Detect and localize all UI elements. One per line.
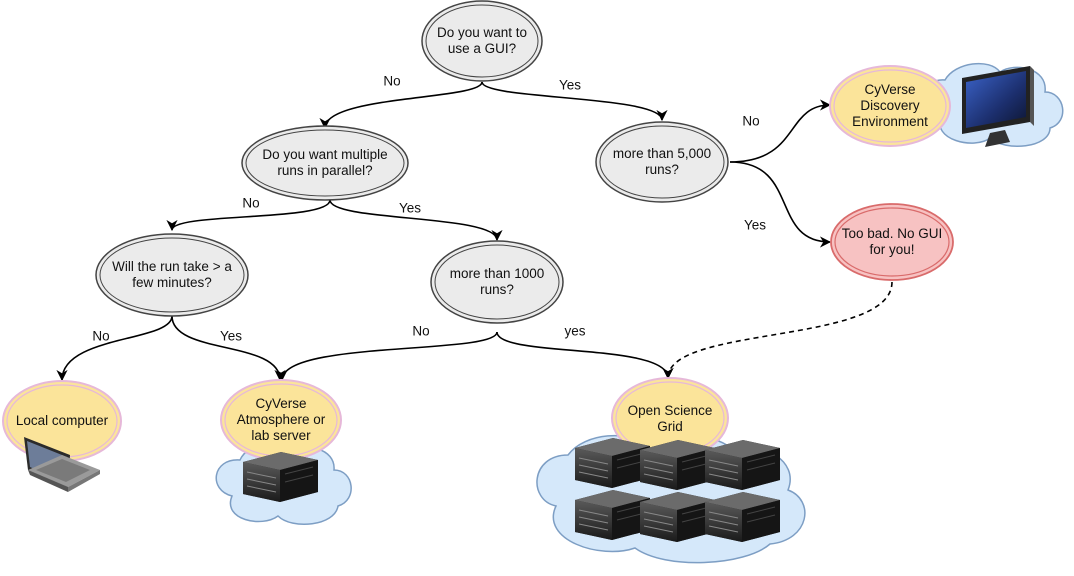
- edge-label-minutes-no: No: [92, 328, 110, 344]
- laptop-icon: [24, 437, 100, 492]
- edge-r1000-yes: [496, 331, 674, 380]
- server-icon: [704, 491, 781, 543]
- edge-toobad-osg: [662, 281, 893, 380]
- edge-label-r5000-no: No: [742, 113, 760, 129]
- server-icon: [704, 439, 781, 491]
- outcome-node-osg: [611, 377, 729, 459]
- decision-node-more-5000: [595, 121, 729, 203]
- outcome-node-atmosphere: [220, 379, 342, 461]
- edge-minutes-yes: [171, 315, 286, 382]
- edge-label-r1000-no: No: [412, 323, 430, 339]
- monitor-icon: [962, 66, 1034, 147]
- decision-node-gui: [421, 0, 543, 82]
- outcome-node-local: [2, 380, 122, 462]
- edge-label-gui-yes: Yes: [558, 77, 582, 93]
- decision-node-more-1000: [430, 240, 564, 324]
- edge-gui-no: [319, 81, 483, 130]
- server-icon: [639, 439, 716, 491]
- edge-gui-yes: [481, 81, 668, 122]
- edge-label-r5000-yes: Yes: [743, 217, 767, 233]
- edge-parallel-yes: [329, 199, 503, 242]
- edge-label-gui-no: No: [383, 73, 401, 89]
- edge-label-minutes-yes: Yes: [219, 328, 243, 344]
- edge-label-parallel-no: No: [242, 195, 260, 211]
- server-icon: [242, 451, 319, 503]
- edge-r5000-no: [729, 99, 832, 163]
- edge-parallel-no: [166, 199, 331, 232]
- outcome-node-discovery: [829, 65, 951, 147]
- edge-label-parallel-yes: Yes: [398, 200, 422, 216]
- decision-node-minutes: [95, 233, 249, 317]
- decision-node-parallel: [241, 125, 409, 201]
- server-icon: [639, 491, 716, 543]
- server-icon: [574, 489, 651, 541]
- server-icon: [574, 437, 651, 489]
- edge-r5000-yes: [729, 161, 832, 248]
- warning-node-too-bad: [830, 203, 954, 281]
- edge-minutes-no: [56, 315, 173, 382]
- edge-r1000-no: [276, 331, 498, 382]
- edge-label-r1000-yes: yes: [564, 323, 586, 339]
